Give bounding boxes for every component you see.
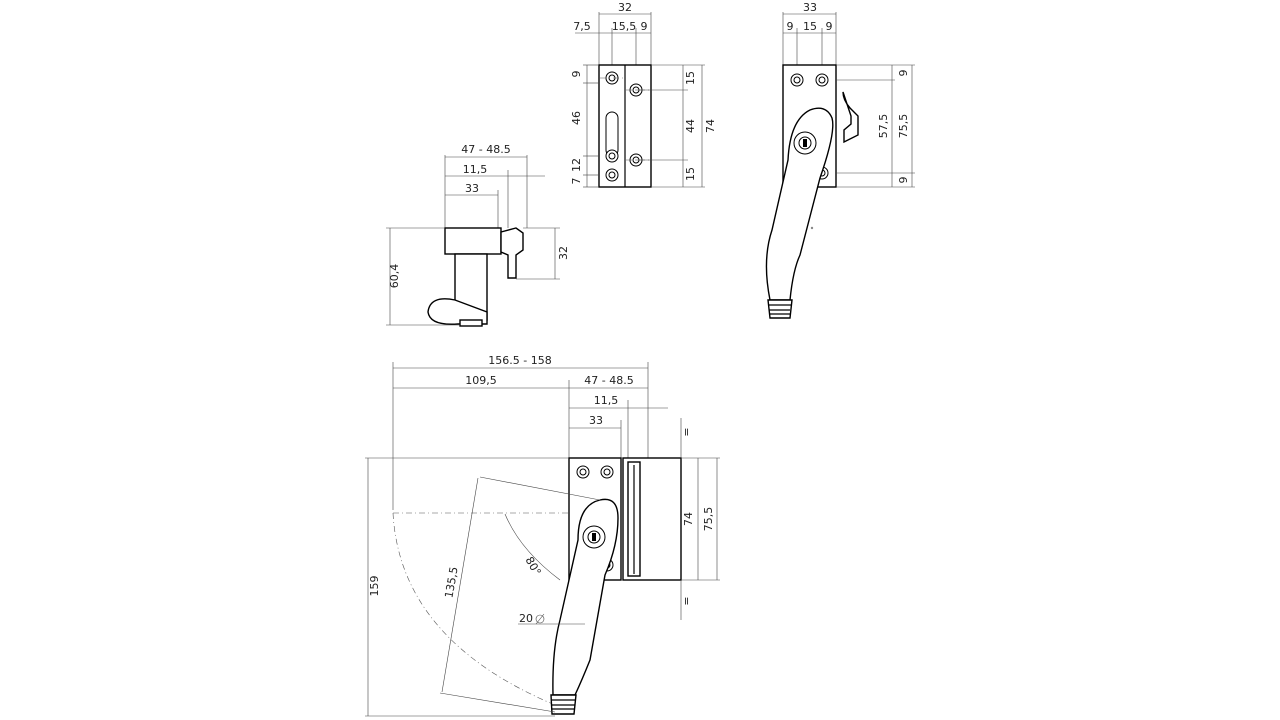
top-angle-arc	[504, 513, 561, 581]
front-left-label: 9	[787, 20, 794, 33]
side-knob-height-label: 32	[557, 246, 570, 260]
front-width-label: 33	[803, 1, 817, 14]
top-offset-label: 11,5	[594, 394, 619, 407]
side-offset-label: 11,5	[463, 163, 488, 176]
top-radius-total-label: 159	[368, 576, 381, 597]
side-view: 47 - 48.5 11,5 33 60,4 32	[386, 143, 570, 327]
plate-slot-lower-label: 12	[570, 158, 583, 172]
front-hole-span-label: 57,5	[877, 114, 890, 139]
top-reach-label: 109,5	[465, 374, 497, 387]
top-keyhole	[592, 533, 596, 541]
front-top-label: 9	[897, 70, 910, 77]
front-hole-inner	[818, 76, 826, 84]
front-overall-label: 75,5	[897, 114, 910, 139]
plate-slot-length-label: 46	[570, 111, 583, 125]
front-hook	[842, 91, 859, 144]
front-handle	[765, 107, 834, 301]
plate-bottom-margin-label: 7	[570, 178, 583, 185]
top-handle	[552, 498, 619, 696]
front-marker-dot	[810, 226, 814, 230]
front-keyhole	[803, 139, 807, 147]
top-symmetry-bottom-label: =	[680, 596, 693, 605]
plate-left-margin-label: 7,5	[573, 20, 591, 33]
top-symmetry-top-label: =	[680, 427, 693, 436]
side-cap	[444, 227, 502, 255]
plate-right-bottom-label: 15	[684, 167, 697, 181]
top-grip-diameter-label: 20	[519, 612, 533, 625]
front-bottom-label: 9	[897, 177, 910, 184]
top-plate-height-label: 74	[682, 512, 695, 526]
side-width-range-label: 47 - 48.5	[461, 143, 510, 156]
plate-width-label: 32	[618, 1, 632, 14]
top-width-range-label: 47 - 48.5	[584, 374, 633, 387]
plate-right-top-label: 15	[684, 71, 697, 85]
front-view: 33 9 15 9 57,5 75,5 9 9	[765, 1, 915, 319]
top-angle-label: 80°	[523, 555, 544, 578]
plate-total-height-label: 74	[704, 119, 717, 133]
side-handle-base	[427, 298, 488, 325]
top-hole-inner	[603, 468, 611, 476]
side-knob	[500, 227, 524, 279]
side-foot	[459, 319, 483, 327]
side-height-label: 60,4	[388, 264, 401, 289]
top-view: 156.5 - 158 109,5 47 - 48.5 11,5 33 80°	[365, 354, 720, 717]
plate-right-margin-label: 9	[641, 20, 648, 33]
plate-top-margin-label: 9	[570, 71, 583, 78]
plate-hole-inner	[608, 152, 616, 160]
top-hole-inner	[579, 468, 587, 476]
top-swing-arc	[392, 512, 556, 706]
top-depth-label: 33	[589, 414, 603, 427]
front-grip-end	[767, 299, 793, 319]
front-right-label: 9	[826, 20, 833, 33]
side-depth-label: 33	[465, 182, 479, 195]
plate-view: 32 7,5 15,5 9 9 46 12 7	[570, 1, 717, 188]
top-overall-range-label: 156.5 - 158	[488, 354, 551, 367]
front-middle-label: 15	[803, 20, 817, 33]
top-overall-height-label: 75,5	[702, 507, 715, 532]
plate-slot	[605, 111, 619, 157]
plate-hole-inner	[608, 171, 616, 179]
plate-right-mid-label: 44	[684, 119, 697, 133]
diameter-icon	[535, 614, 545, 624]
front-hole-inner	[793, 76, 801, 84]
plate-spacing-label: 15,5	[612, 20, 637, 33]
top-handle-length-label: 135,5	[442, 566, 460, 599]
